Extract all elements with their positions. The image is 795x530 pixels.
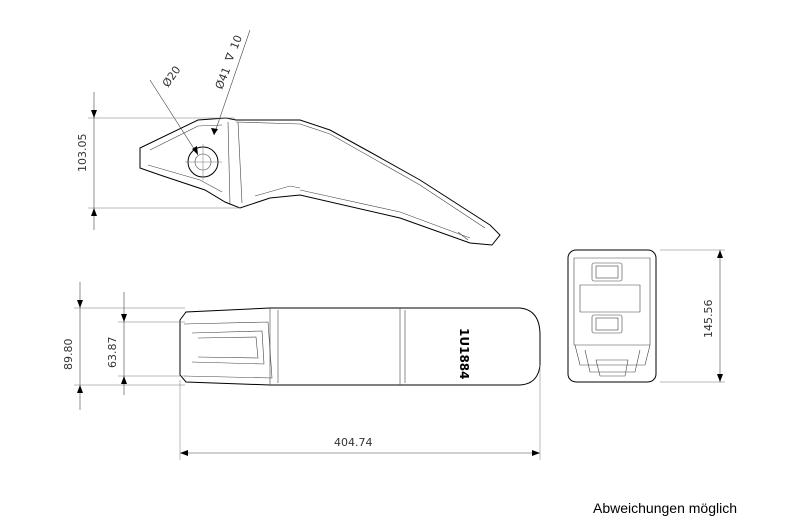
dim-side-height: 103.05 — [76, 134, 89, 173]
dim-overall-length: 404.74 — [334, 436, 373, 449]
top-view: 1U1884 89.80 63.87 404.74 — [62, 282, 541, 460]
side-view: 103.05 Ø20 Ø41 ∇ 10 — [76, 29, 501, 246]
dim-boss-depth: 10 — [228, 33, 245, 51]
dim-front-height: 145.56 — [702, 300, 715, 339]
dim-inner-width: 63.87 — [106, 337, 119, 369]
front-view: 145.56 — [567, 249, 725, 383]
part-marking: 1U1884 — [457, 328, 471, 380]
dim-hole-diameter: Ø20 — [160, 64, 184, 90]
deviation-note: Abweichungen möglich — [593, 500, 737, 516]
dim-overall-width: 89.80 — [62, 339, 75, 371]
countersink-symbol: ∇ — [222, 51, 237, 64]
